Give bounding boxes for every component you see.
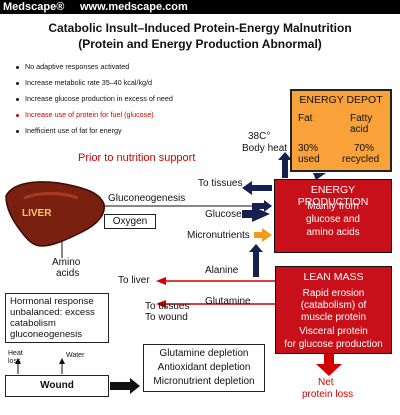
depletion-box: Glutamine depletion Antioxidant depletio…: [143, 344, 265, 392]
net-protein-loss-label: Net: [318, 377, 334, 388]
fat-recycled-label: recycled: [342, 154, 380, 165]
arrow-heat-loss: [15, 358, 21, 364]
water-label: Water: [66, 352, 85, 359]
gluconeogenesis-label: Gluconeogenesis: [108, 193, 186, 204]
depletion-text: Micronutrient depletion: [153, 376, 255, 387]
glutamine-label: Glutamine: [205, 296, 251, 307]
glucose-label: Glucose: [205, 209, 242, 220]
bullet-item: Increase use of protein for fuel (glucos…: [16, 110, 154, 119]
amino-acids-label: acids: [56, 268, 80, 279]
arrow-glutamine: [156, 300, 166, 308]
arrow-wound-to-depletion: [110, 378, 140, 394]
hormonal-response-box: Hormonal response unbalanced: excess cat…: [5, 293, 109, 343]
bullet-item: Inefficient use of fat for energy: [16, 126, 122, 135]
depletion-text: Antioxidant depletion: [157, 362, 251, 373]
fatty-acid-label: Fatty: [350, 113, 373, 124]
top-banner: Medscape® www.medscape.com: [0, 0, 400, 14]
amino-acids-label: Amino: [52, 257, 81, 268]
net-protein-loss-label: protein loss: [302, 389, 354, 400]
lean-mass-text: (catabolism) of: [300, 300, 367, 311]
to-wound-label: To wound: [145, 312, 188, 323]
heat-loss-label: Heat: [8, 350, 23, 357]
to-liver-label: To liver: [118, 275, 150, 286]
micronutrients-label: Micronutrients: [187, 230, 250, 241]
arrow-glucose: [242, 206, 270, 222]
oxygen-label: Oxygen: [112, 216, 148, 227]
lean-mass-text: for glucose production: [284, 339, 383, 350]
body-heat-label: Body heat: [242, 143, 288, 154]
diagram-title: Catabolic Insult–Induced Protein-Energy …: [48, 21, 352, 35]
energy-production-title: ENERGY PRODUCTION: [297, 184, 369, 208]
liver-illustration: [5, 181, 106, 247]
to-tissues-label: To tissues: [145, 301, 190, 312]
energy-depot-box: ENERGY DEPOT Fat Fatty acid 30% used 70%…: [290, 89, 392, 172]
oxygen-box: Oxygen: [104, 214, 156, 229]
arrow-to-tissues: [242, 181, 272, 195]
lean-mass-box: LEAN MASS Rapid erosion (catabolism) of …: [275, 266, 392, 354]
to-tissues-label: To tissues: [198, 178, 243, 189]
depletion-text: Glutamine depletion: [159, 348, 249, 359]
hormonal-text: gluconeogenesis: [10, 329, 83, 340]
energy-production-text: Mainly from: [307, 201, 359, 212]
brand-logo: Medscape®: [3, 1, 65, 13]
lean-mass-text: muscle protein: [300, 312, 367, 323]
hormonal-text: Hormonal response: [10, 296, 94, 307]
body-temperature: 38C°: [248, 131, 271, 142]
alanine-label: Alanine: [205, 265, 239, 276]
lean-mass-title: LEAN MASS: [303, 271, 364, 283]
bullet-item: Increase metabolic rate 35–40 kcal/kg/d: [16, 78, 152, 87]
arrow-net-protein-loss: [316, 354, 342, 376]
arrow-depot-to-production: [313, 164, 326, 180]
energy-production-box: ENERGY PRODUCTION Mainly from glucose an…: [274, 179, 392, 253]
arrow-water: [59, 358, 65, 364]
arrow-to-body-heat: [278, 152, 292, 178]
fat-recycled-percent: 70%: [354, 143, 375, 154]
hormonal-text: catabolism: [10, 318, 56, 329]
lean-mass-text: Visceral protein: [299, 326, 368, 337]
fat-used-percent: 30%: [298, 143, 319, 154]
site-url: www.medscape.com: [80, 1, 188, 13]
wound-box: Wound: [5, 375, 109, 397]
arrow-lean-to-glucose: [249, 244, 263, 277]
arrow-to-liver: [156, 277, 166, 285]
energy-production-text: amino acids: [306, 227, 360, 238]
arrow-micronutrients: [254, 228, 272, 242]
bullet-item: Increase glucose production in excess of…: [16, 94, 173, 103]
bullet-item: No adaptive responses activated: [16, 62, 129, 71]
energy-depot-title: ENERGY DEPOT: [299, 94, 383, 106]
liver-label: LIVER: [22, 208, 52, 219]
lean-mass-text: Rapid erosion: [302, 288, 365, 299]
fat-label: Fat: [298, 113, 313, 124]
energy-production-text: glucose and: [306, 214, 360, 225]
wound-label: Wound: [40, 380, 74, 391]
fat-used-label: used: [298, 154, 320, 165]
prior-to-nutrition-label: Prior to nutrition support: [78, 152, 196, 164]
diagram-subtitle: (Protein and Energy Production Abnormal): [78, 37, 322, 51]
hormonal-text: unbalanced: excess: [10, 307, 95, 318]
fatty-acid-label: acid: [350, 124, 369, 135]
heat-loss-label: loss: [8, 358, 21, 365]
